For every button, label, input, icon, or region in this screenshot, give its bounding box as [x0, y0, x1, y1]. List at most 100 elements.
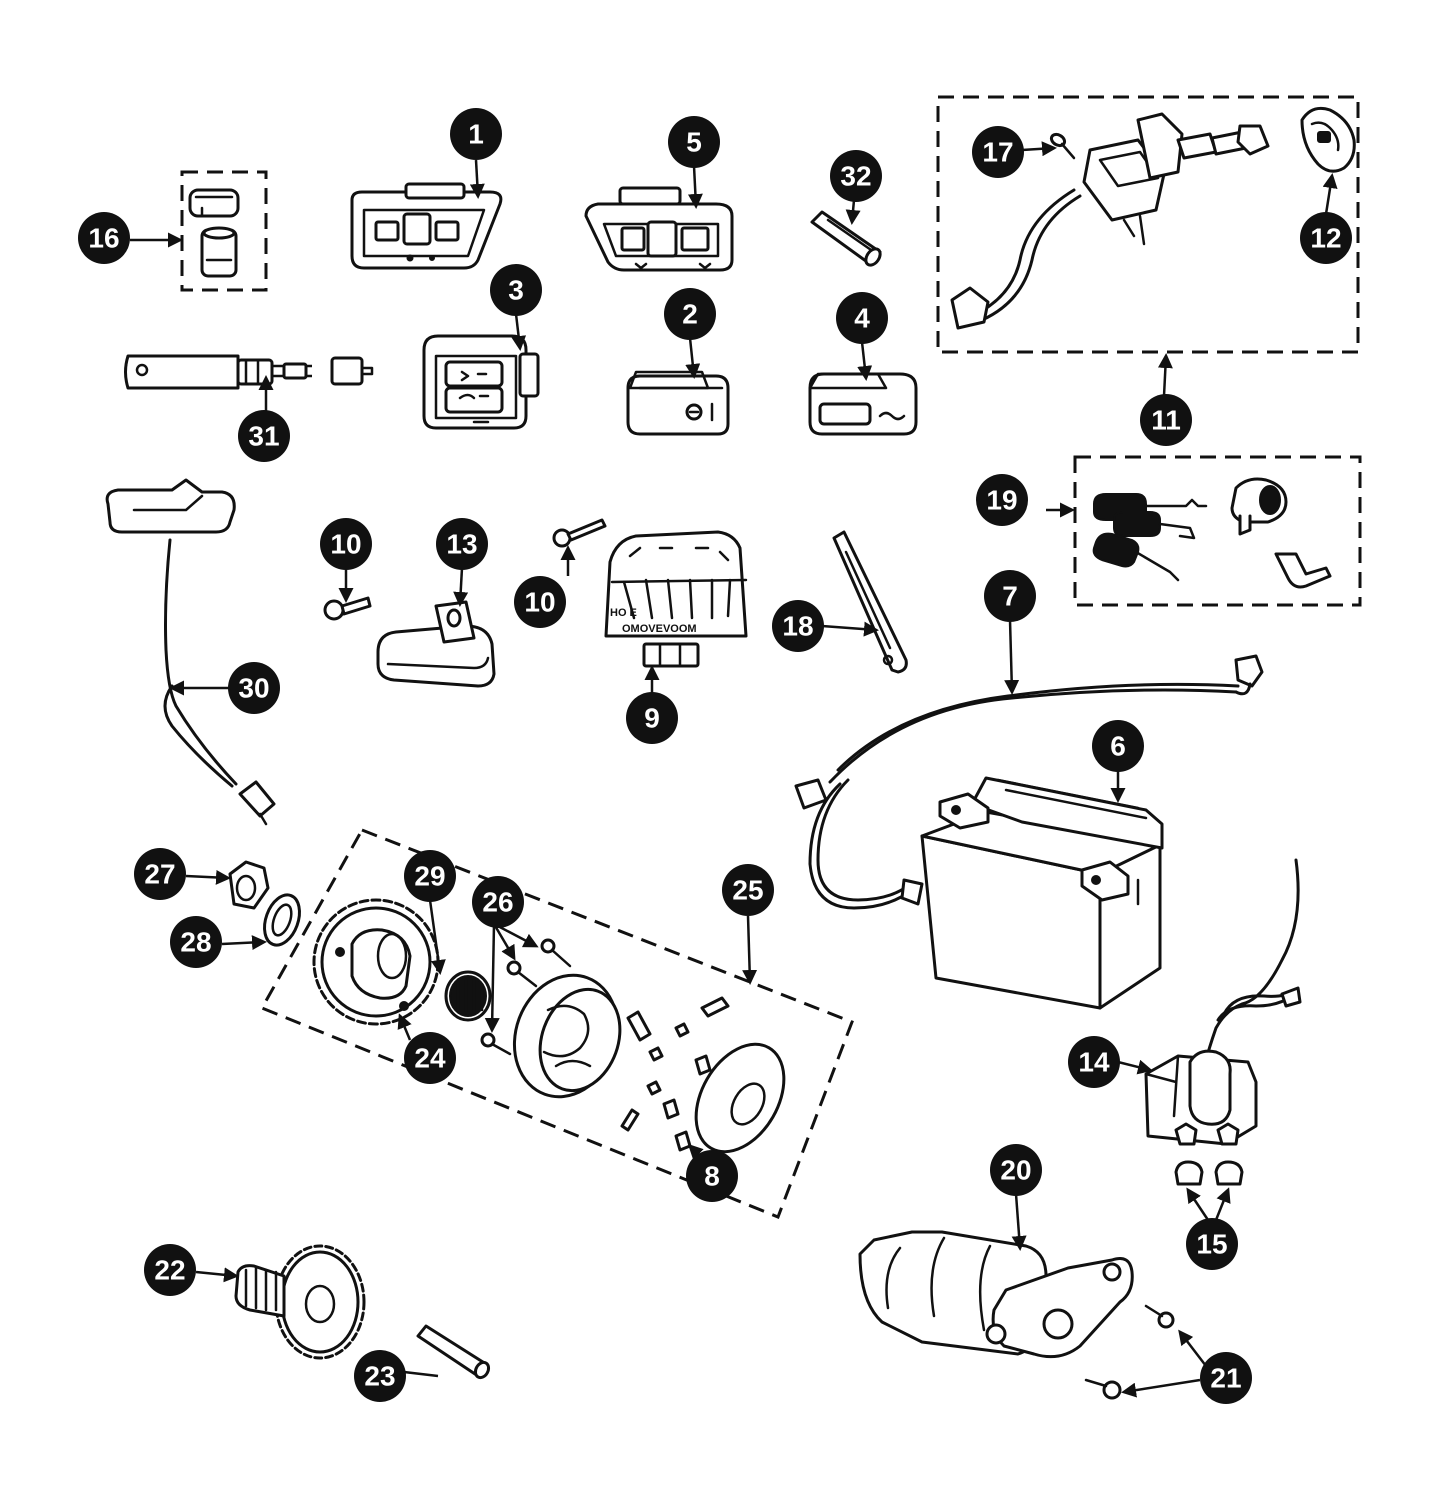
callout-26: 26 — [472, 876, 524, 928]
callout-13: 13 — [436, 518, 488, 570]
fuel-sender-30 — [105, 478, 276, 826]
svg-text:18: 18 — [782, 611, 813, 642]
svg-text:9: 9 — [644, 703, 660, 734]
callout-10a: 10 — [320, 518, 372, 570]
svg-text:6: 6 — [1110, 731, 1126, 762]
svg-text:23: 23 — [364, 1361, 395, 1392]
callout-19: 19 — [976, 474, 1028, 526]
callout-22: 22 — [144, 1244, 196, 1296]
regulator-label-line2: OMOVEVOOM — [622, 623, 697, 635]
svg-text:14: 14 — [1078, 1047, 1110, 1078]
svg-text:21: 21 — [1210, 1363, 1241, 1394]
callout-6: 6 — [1092, 720, 1144, 772]
svg-text:28: 28 — [180, 927, 211, 958]
svg-text:8: 8 — [704, 1161, 720, 1192]
regulator-9: HO E OMOVEVOOM — [604, 530, 748, 668]
svg-text:19: 19 — [986, 485, 1017, 516]
starter-gear-24 — [312, 898, 440, 1026]
svg-text:1: 1 — [468, 119, 484, 150]
callout-21: 21 — [1200, 1352, 1252, 1404]
callout-32: 32 — [830, 150, 882, 202]
svg-text:20: 20 — [1000, 1155, 1031, 1186]
battery-6 — [920, 776, 1164, 1010]
key-set-19 — [1092, 477, 1332, 589]
svg-text:3: 3 — [508, 275, 524, 306]
svg-text:7: 7 — [1002, 581, 1018, 612]
svg-text:16: 16 — [88, 223, 119, 254]
callout-15: 15 — [1186, 1218, 1238, 1270]
svg-text:5: 5 — [686, 127, 702, 158]
svg-text:15: 15 — [1196, 1229, 1227, 1260]
starter-relay-14 — [1144, 858, 1302, 1146]
callout-4: 4 — [836, 292, 888, 344]
svg-text:27: 27 — [144, 859, 175, 890]
callout-14: 14 — [1068, 1036, 1120, 1088]
svg-text:11: 11 — [1151, 405, 1181, 436]
callout-24: 24 — [404, 1032, 456, 1084]
callout-17: 17 — [972, 126, 1024, 178]
svg-text:10: 10 — [330, 529, 361, 560]
one-way-clutch-25 — [512, 973, 730, 1132]
terminal-caps-15 — [1174, 1160, 1244, 1186]
fuse-holder-16 — [188, 188, 240, 278]
washer-28 — [263, 893, 301, 947]
group-box-25 — [259, 828, 854, 1219]
callout-16: 16 — [78, 212, 130, 264]
starter-motor-20 — [858, 1230, 1134, 1359]
group-box-11 — [936, 95, 1360, 354]
callout-28: 28 — [170, 916, 222, 968]
callout-29: 29 — [404, 850, 456, 902]
clutch-plate-8 — [662, 1042, 786, 1154]
callout-18: 18 — [772, 600, 824, 652]
svg-text:25: 25 — [732, 875, 763, 906]
svg-text:30: 30 — [238, 673, 269, 704]
right-switch-5 — [584, 186, 734, 272]
fuse-32 — [810, 210, 882, 267]
callout-9: 9 — [626, 692, 678, 744]
callout-31: 31 — [238, 410, 290, 462]
svg-text:26: 26 — [482, 887, 513, 918]
regulator-label-line1: HO E — [610, 607, 637, 619]
callout-10b: 10 — [514, 576, 566, 628]
callout-5: 5 — [668, 116, 720, 168]
svg-text:31: 31 — [248, 421, 279, 452]
horn-switch-2 — [626, 370, 730, 436]
svg-text:10: 10 — [524, 587, 555, 618]
gear-shaft-23 — [416, 1324, 491, 1380]
bolt-10b — [552, 518, 607, 548]
svg-text:13: 13 — [446, 529, 477, 560]
callout-3: 3 — [490, 264, 542, 316]
group-box-19 — [1073, 455, 1362, 607]
callout-20: 20 — [990, 1144, 1042, 1196]
left-switch-1 — [350, 182, 503, 270]
callout-8: 8 — [686, 1150, 738, 1202]
svg-text:24: 24 — [414, 1043, 446, 1074]
relay-13 — [376, 600, 496, 688]
battery-strap-18 — [832, 530, 908, 674]
nut-27 — [228, 860, 270, 910]
callout-7: 7 — [984, 570, 1036, 622]
svg-text:12: 12 — [1310, 223, 1341, 254]
svg-text:4: 4 — [854, 303, 870, 334]
svg-text:22: 22 — [154, 1255, 185, 1286]
bolt-10a — [323, 596, 372, 621]
battery-cable-7 — [794, 654, 1264, 910]
callout-23: 23 — [354, 1350, 406, 1402]
needle-bearing-29 — [444, 970, 492, 1022]
callout-2: 2 — [664, 288, 716, 340]
headlight-switch-3 — [422, 334, 540, 430]
screw-17 — [1049, 132, 1076, 160]
clutch-bolts-26 — [480, 938, 572, 1056]
flasher-relay-31 — [124, 354, 374, 390]
callout-25: 25 — [722, 864, 774, 916]
callout-12: 12 — [1300, 212, 1352, 264]
ignition-switch-11 — [950, 112, 1270, 330]
leader-lines — [130, 141, 1338, 1398]
svg-text:29: 29 — [414, 861, 445, 892]
callout-27: 27 — [134, 848, 186, 900]
callout-30: 30 — [228, 662, 280, 714]
lock-cover-12 — [1300, 106, 1356, 173]
callout-1: 1 — [450, 108, 502, 160]
starter-bolts-21 — [1084, 1304, 1175, 1400]
